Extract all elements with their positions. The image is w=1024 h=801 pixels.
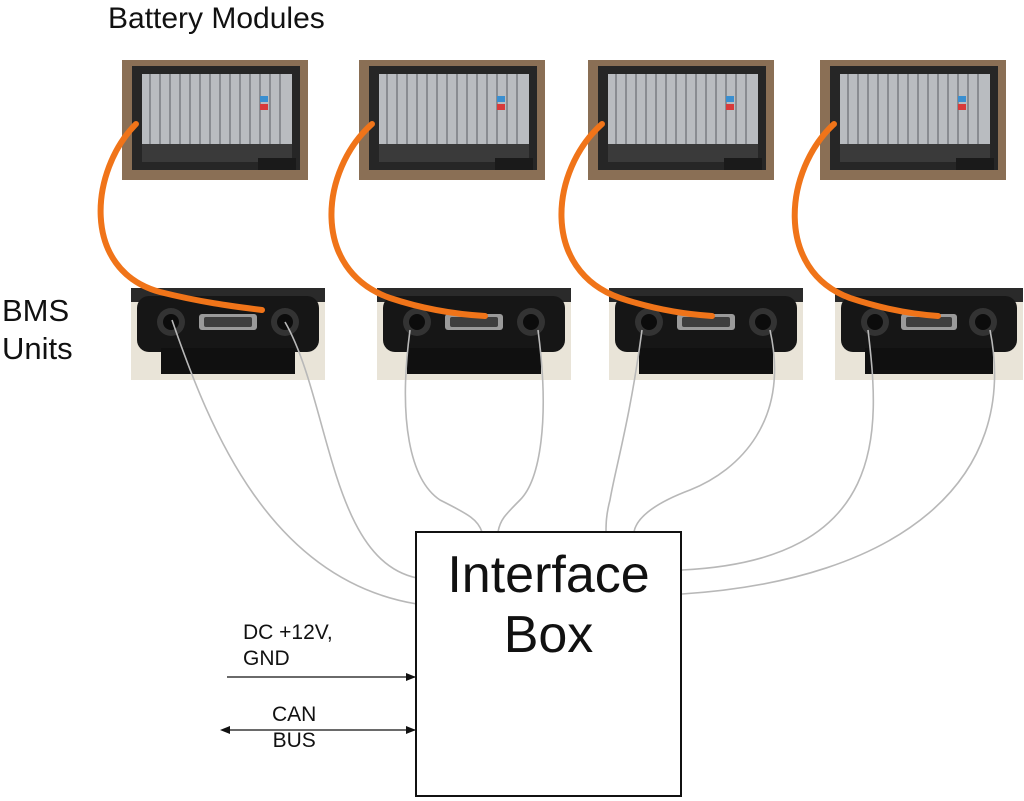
- battery-module-graphic: [122, 60, 308, 180]
- bms-unit-graphic: [377, 288, 571, 380]
- dc-label-line1: DC +12V,: [243, 621, 333, 644]
- gray-wire-4a: [681, 329, 875, 571]
- orange-cable-4: [791, 121, 941, 319]
- bms-unit-2: [377, 288, 571, 380]
- bms-title-line2: Units: [2, 331, 73, 366]
- can-bus-label: CAN BUS: [272, 702, 316, 754]
- orange-cable-3: [558, 121, 715, 319]
- interface-box-label: Interface Box: [417, 545, 680, 665]
- dc-power-label: DC +12V, GND: [243, 620, 333, 672]
- battery-module-1: [122, 60, 308, 180]
- battery-module-graphic: [359, 60, 545, 180]
- gray-wire-3a: [605, 329, 643, 533]
- dc-label-line2: GND: [243, 647, 290, 670]
- battery-module-graphic: [588, 60, 774, 180]
- battery-module-3: [588, 60, 774, 180]
- battery-module-2: [359, 60, 545, 180]
- gray-wire-2a: [404, 329, 483, 533]
- battery-module-graphic: [820, 60, 1006, 180]
- can-label-line1: CAN: [272, 703, 317, 726]
- gray-wire-2b: [497, 329, 544, 533]
- gray-wire-1a: [171, 319, 418, 605]
- interface-label-line1: Interface: [447, 546, 650, 604]
- interface-label-line2: Box: [503, 606, 594, 664]
- gray-wire-1b: [284, 321, 418, 579]
- can-label-line2: BUS: [272, 729, 316, 752]
- orange-cable-1: [97, 121, 265, 313]
- battery-modules-title: Battery Modules: [108, 2, 325, 35]
- interface-box: Interface Box: [415, 531, 682, 797]
- bms-title-line1: BMS: [2, 293, 70, 328]
- gray-wire-3b: [633, 329, 776, 533]
- gray-wire-4b: [681, 329, 996, 595]
- battery-module-4: [820, 60, 1006, 180]
- bms-units-title: BMS Units: [2, 292, 73, 368]
- orange-cable-2: [328, 121, 488, 319]
